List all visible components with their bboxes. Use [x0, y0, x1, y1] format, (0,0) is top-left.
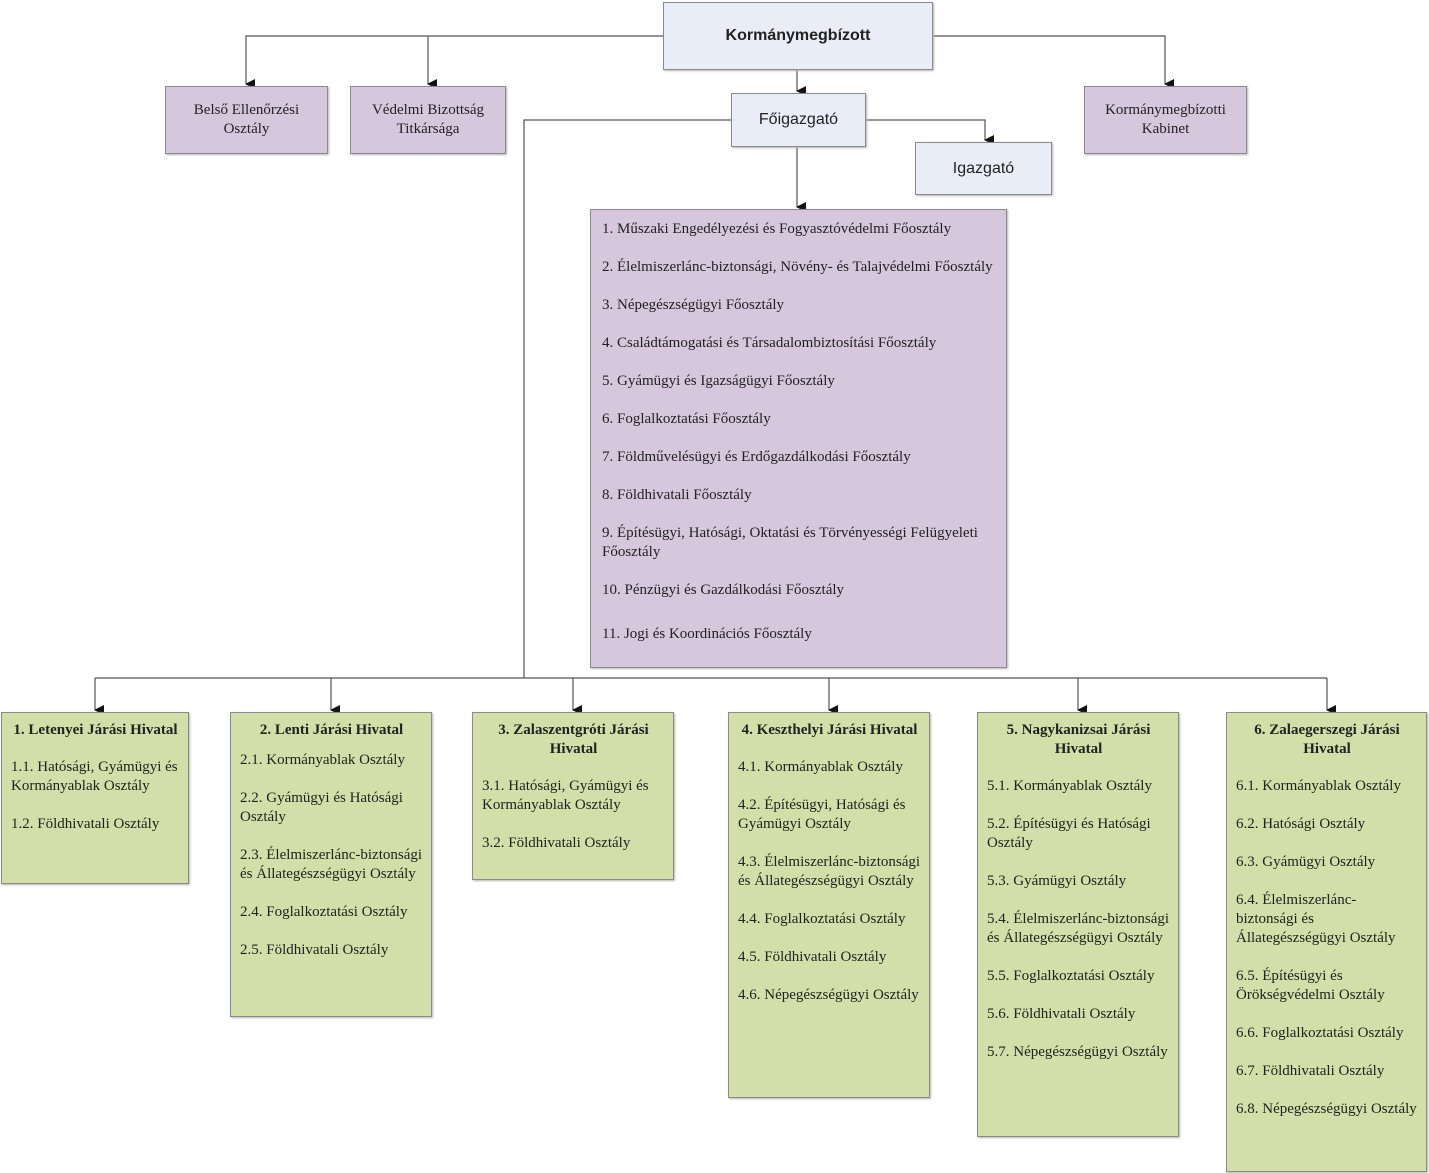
department-item: 10. Pénzügyi és Gazdálkodási Főosztály: [602, 582, 845, 598]
district-unit: 5.6. Földhivatali Osztály: [987, 1006, 1136, 1022]
district-unit: 5.3. Gyámügyi Osztály: [987, 873, 1127, 889]
district-office-keszthely: 4. Keszthelyi Járási Hivatal 4.1. Kormán…: [728, 712, 930, 1098]
director-general-label: Főigazgató: [758, 111, 839, 128]
district-office-title: 1. Letenyei Járási Hivatal: [13, 722, 178, 738]
district-office-title: 5. Nagykanizsai Járási Hivatal: [1006, 722, 1151, 757]
district-unit: 1.2. Földhivatali Osztály: [11, 816, 160, 832]
district-unit: 3.2. Földhivatali Osztály: [482, 835, 631, 851]
district-unit: 4.3. Élelmiszerlánc-biztonsági és Állate…: [738, 854, 921, 889]
cabinet-box: Kormánymegbízotti Kabinet: [1084, 86, 1247, 154]
district-unit: 6.6. Foglalkoztatási Osztály: [1236, 1025, 1404, 1041]
connector-cabinet: [932, 35, 1174, 89]
department-item: 11. Jogi és Koordinációs Főosztály: [602, 626, 812, 642]
department-item: 5. Gyámügyi és Igazságügyi Főosztály: [602, 373, 835, 389]
district-unit: 4.1. Kormányablak Osztály: [738, 759, 903, 775]
internal-audit-box: Belső Ellenőrzési Osztály: [165, 86, 328, 154]
department-item: 6. Foglalkoztatási Főosztály: [602, 411, 771, 427]
department-item: 1. Műszaki Engedélyezési és Fogyasztóvéd…: [602, 221, 952, 237]
district-office-zalaegerszeg: 6. Zalaegerszegi Járási Hivatal 6.1. Kor…: [1226, 712, 1427, 1172]
internal-audit-label: Belső Ellenőrzési Osztály: [193, 102, 300, 137]
district-unit: 2.2. Gyámügyi és Hatósági Osztály: [240, 790, 403, 825]
district-office-title: 3. Zalaszentgróti Járási Hivatal: [498, 722, 649, 757]
district-unit: 6.8. Népegészségügyi Osztály: [1236, 1101, 1417, 1117]
district-unit: 2.1. Kormányablak Osztály: [240, 752, 405, 768]
department-item: 8. Földhivatali Főosztály: [602, 487, 752, 503]
district-office-title: 4. Keszthelyi Járási Hivatal: [741, 722, 918, 738]
director-box: Igazgató: [915, 142, 1052, 195]
district-unit: 4.6. Népegészségügyi Osztály: [738, 987, 919, 1003]
district-office-title: 2. Lenti Járási Hivatal: [259, 722, 404, 738]
district-unit: 4.5. Földhivatali Osztály: [738, 949, 887, 965]
district-unit: 3.1. Hatósági, Gyámügyi és Kormányablak …: [482, 778, 649, 813]
department-item: 2. Élelmiszerlánc-biztonsági, Növény- és…: [602, 259, 993, 275]
connector-internal-audit: [245, 35, 663, 89]
district-unit: 5.2. Építésügyi és Hatósági Osztály: [987, 816, 1151, 851]
connector-director: [865, 119, 994, 145]
main-departments-box: 1. Műszaki Engedélyezési és Fogyasztóvéd…: [590, 209, 1007, 668]
district-office-letenye: 1. Letenyei Járási Hivatal 1.1. Hatósági…: [1, 712, 189, 884]
defense-committee-label: Védelmi Bizottság Titkársága: [371, 102, 485, 137]
district-unit: 6.1. Kormányablak Osztály: [1236, 778, 1401, 794]
district-unit: 4.2. Építésügyi, Hatósági és Gyámügyi Os…: [738, 797, 906, 832]
district-unit: 2.4. Foglalkoztatási Osztály: [240, 904, 408, 920]
department-item: 4. Családtámogatási és Társadalombiztosí…: [602, 335, 937, 351]
district-unit: 4.4. Foglalkoztatási Osztály: [738, 911, 906, 927]
district-unit: 6.7. Földhivatali Osztály: [1236, 1063, 1385, 1079]
connector-districts-trunk: [523, 119, 731, 678]
district-unit: 5.4. Élelmiszerlánc-biztonsági és Állate…: [987, 911, 1170, 946]
director-general-box: Főigazgató: [731, 93, 866, 147]
district-unit: 5.5. Foglalkoztatási Osztály: [987, 968, 1155, 984]
department-item: 7. Földművelésügyi és Erdőgazdálkodási F…: [602, 449, 911, 465]
district-unit: 1.1. Hatósági, Gyámügyi és Kormányablak …: [11, 759, 178, 794]
director-label: Igazgató: [952, 159, 1015, 177]
district-unit: 6.4. Élelmiszerlánc-biztonsági és Állate…: [1236, 892, 1396, 946]
government-commissioner-label: Kormánymegbízott: [725, 27, 871, 44]
district-unit: 2.3. Élelmiszerlánc-biztonsági és Állate…: [240, 847, 423, 882]
cabinet-label: Kormánymegbízotti Kabinet: [1105, 102, 1226, 137]
district-unit: 6.3. Gyámügyi Osztály: [1236, 854, 1376, 870]
district-unit: 2.5. Földhivatali Osztály: [240, 942, 389, 958]
district-unit: 6.5. Építésügyi és Örökségvédelmi Osztál…: [1236, 968, 1385, 1003]
district-unit: 5.1. Kormányablak Osztály: [987, 778, 1152, 794]
district-unit: 5.7. Népegészségügyi Osztály: [987, 1044, 1168, 1060]
district-office-title: 6. Zalaegerszegi Járási Hivatal: [1254, 722, 1400, 757]
department-item: 3. Népegészségügyi Főosztály: [602, 297, 785, 313]
district-unit: 6.2. Hatósági Osztály: [1236, 816, 1366, 832]
district-office-zalaszentgrot: 3. Zalaszentgróti Járási Hivatal 3.1. Ha…: [472, 712, 674, 880]
department-item: 9. Építésügyi, Hatósági, Oktatási és Tör…: [602, 525, 978, 560]
district-office-lenti: 2. Lenti Járási Hivatal 2.1. Kormányabla…: [230, 712, 432, 1017]
defense-committee-box: Védelmi Bizottság Titkársága: [350, 86, 506, 154]
government-commissioner-box: Kormánymegbízott: [663, 2, 933, 70]
district-office-nagykanizsa: 5. Nagykanizsai Járási Hivatal 5.1. Korm…: [977, 712, 1179, 1137]
